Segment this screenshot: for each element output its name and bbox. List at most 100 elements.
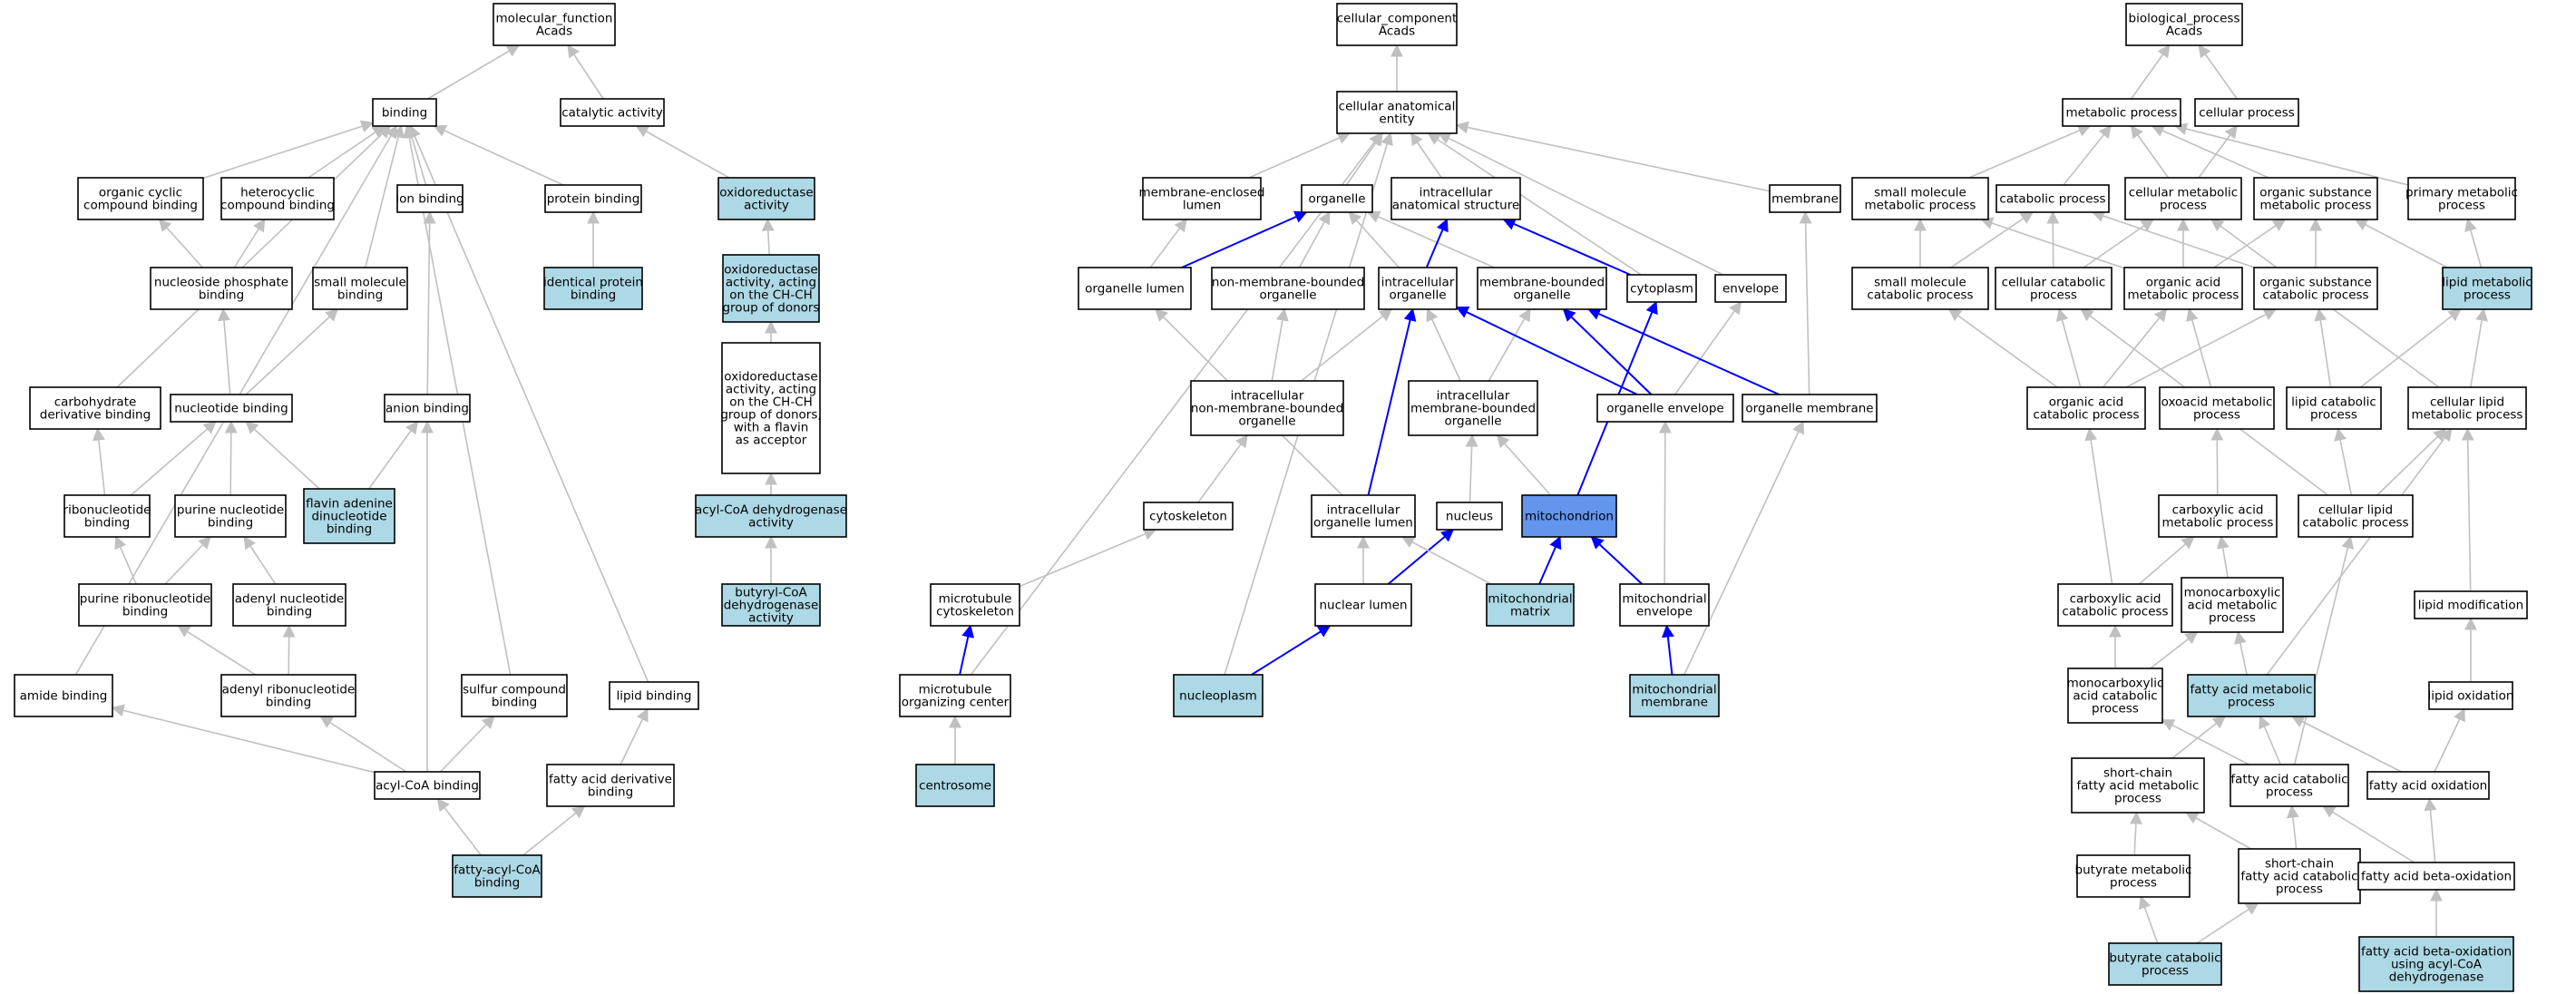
edge-primmet-to-metproc [2173, 122, 2409, 186]
node-nucleus[interactable]: nucleus [1436, 502, 1503, 531]
node-centrosome[interactable]: centrosome [915, 764, 995, 807]
node-fatty-acid-oxidation[interactable]: fatty acid oxidation [2366, 771, 2490, 800]
node-organelle-lumen[interactable]: organelle lumen [1078, 267, 1192, 310]
node-nuclear-lumen[interactable]: nuclear lumen [1314, 583, 1412, 627]
node-cellular-process[interactable]: cellular process [2194, 98, 2299, 127]
node-cytoplasm[interactable]: cytoplasm [1626, 274, 1697, 303]
edge-mitoenv-to-mito [1590, 536, 1644, 585]
node-binding[interactable]: binding [372, 98, 437, 127]
node-nucleotide-binding[interactable]: nucleotide binding [170, 394, 293, 423]
node-organelle-envelope[interactable]: organelle envelope [1596, 394, 1734, 423]
node-fatty-acid-beta-oxidation[interactable]: fatty acid beta-oxidation [2357, 862, 2515, 891]
node-acyl-coa-binding[interactable]: acyl-CoA binding [374, 771, 481, 800]
node-anion-binding[interactable]: anion binding [384, 394, 471, 423]
node-nucleoplasm[interactable]: nucleoplasm [1173, 674, 1264, 717]
node-ion-binding[interactable]: ion binding [395, 184, 464, 213]
node-protein-binding[interactable]: protein binding [544, 184, 642, 213]
node-amide-binding[interactable]: amide binding [14, 674, 113, 717]
node-lipid-binding[interactable]: lipid binding [609, 681, 699, 710]
node-label-line: process [2110, 876, 2157, 891]
node-label-line: fatty acid derivative [549, 773, 672, 787]
node-lipid-oxidation[interactable]: lipid oxidation [2428, 681, 2514, 710]
node-intracellular-non-membrane-bounded-organelle[interactable]: intracellularnon-membrane-boundedorganel… [1190, 380, 1344, 436]
node-catabolic-process[interactable]: catabolic process [1995, 184, 2110, 213]
node-catalytic-activity[interactable]: catalytic activity [560, 98, 665, 127]
node-lipid-modification[interactable]: lipid modification [2414, 590, 2528, 619]
node-membrane[interactable]: membrane [1769, 184, 1841, 213]
node-box [384, 394, 471, 423]
node-organelle-membrane[interactable]: organelle membrane [1742, 394, 1878, 423]
node-label-line: oxoacid metabolic [2161, 395, 2273, 410]
node-envelope[interactable]: envelope [1714, 274, 1787, 303]
node-mitochondrion[interactable]: mitochondrion [1521, 494, 1617, 538]
node-box [899, 674, 1011, 717]
node-cytoskeleton[interactable]: cytoskeleton [1143, 502, 1234, 531]
node-metabolic-process[interactable]: metabolic process [2062, 98, 2181, 127]
edge-fad-to-nucb [245, 421, 320, 490]
node-organelle[interactable]: organelle [1301, 184, 1373, 213]
edge-layer [74, 44, 2489, 944]
